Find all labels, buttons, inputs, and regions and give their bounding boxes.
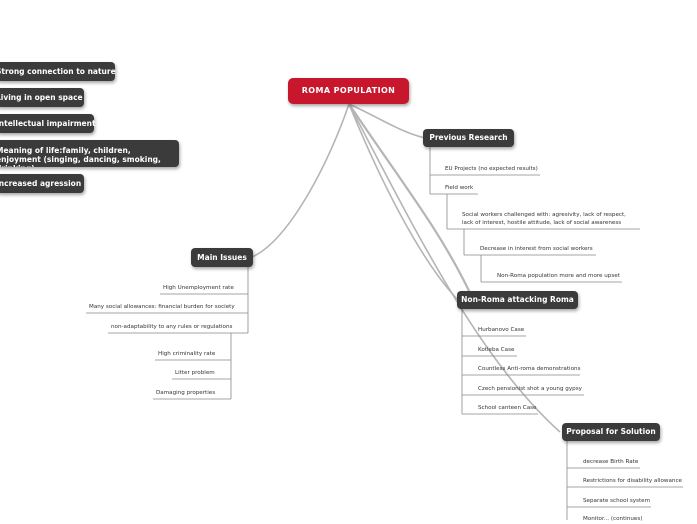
research-leaf[interactable]: EU Projects (no expected results) — [445, 166, 538, 172]
decrease-interest-leaf[interactable]: Decrease in interest from social workers — [480, 246, 593, 252]
social-workers-leaf[interactable]: Social workers challenged with: agresivi… — [462, 212, 626, 226]
topic-meaning-of-life[interactable]: Meaning of life:family, children, enjoym… — [0, 140, 179, 167]
previous-research-node[interactable]: Previous Research — [423, 129, 514, 147]
non-roma-leaf[interactable]: Countless Anti-roma demonstrations — [478, 366, 581, 372]
non-roma-upset-leaf[interactable]: Non-Roma population more and more upset — [497, 273, 620, 279]
proposal-leaf-cut[interactable]: Monitor... (continues) — [583, 516, 643, 522]
main-issue-subleaf[interactable]: Damaging properties — [156, 390, 216, 396]
proposal-node[interactable]: Proposal for Solution — [562, 423, 660, 441]
root-node[interactable]: ROMA POPULATION — [288, 78, 409, 104]
non-roma-node[interactable]: Non-Roma attacking Roma — [457, 291, 578, 309]
proposal-leaf[interactable]: decrease Birth Rate — [583, 459, 639, 465]
non-roma-leaf[interactable]: Hurbanovo Case — [478, 327, 525, 333]
main-issue-leaf[interactable]: non-adaptability to any rules or regulat… — [111, 324, 233, 330]
proposal-leaf[interactable]: Separate school system — [583, 498, 651, 504]
non-roma-leaf[interactable]: Czech pensionist shot a young gypsy — [478, 386, 582, 392]
non-roma-leaf[interactable]: Kotleba Case — [478, 347, 515, 353]
topic-intellectual[interactable]: Intellectual impairment — [0, 114, 96, 133]
research-leaf[interactable]: Field work — [445, 185, 474, 191]
non-roma-leaf[interactable]: School canteen Case — [478, 405, 537, 411]
main-issue-leaf[interactable]: High Unemployment rate — [163, 285, 234, 291]
main-issue-leaf[interactable]: Many social allowances: financial burden… — [89, 304, 235, 310]
topic-meaning-of-life-label: Meaning of life:family, children, enjoym… — [0, 146, 161, 167]
topic-agression[interactable]: Increased agression — [0, 174, 84, 193]
proposal-leaf[interactable]: Restrictions for disability allowance — [583, 478, 682, 484]
main-issues-node[interactable]: Main Issues — [191, 248, 253, 267]
topic-nature[interactable]: Strong connection to nature — [0, 62, 116, 81]
topic-open-space[interactable]: Living in open space — [0, 88, 84, 107]
main-issue-subleaf[interactable]: Litter problem — [175, 370, 215, 376]
main-issue-subleaf[interactable]: High criminality rate — [158, 351, 216, 357]
